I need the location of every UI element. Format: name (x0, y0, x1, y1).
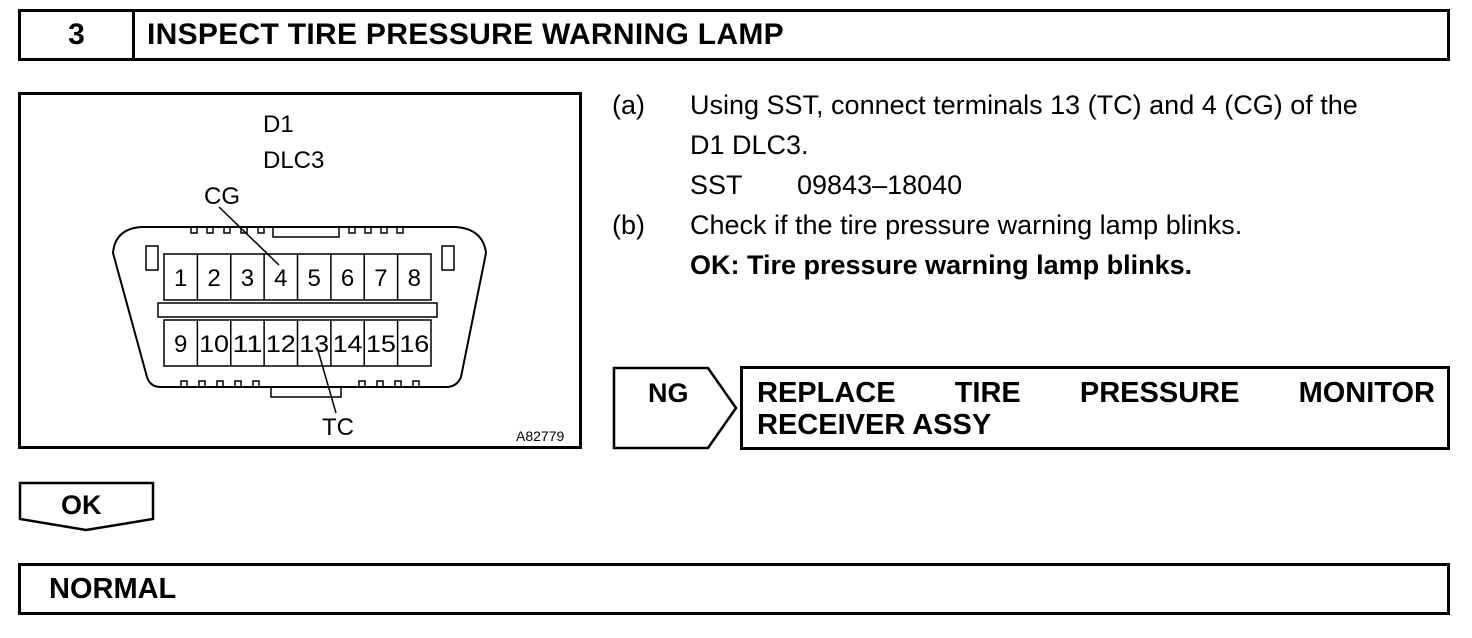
terminal-1: 1 (174, 265, 187, 292)
ok-arrow: OK (18, 481, 155, 532)
step-header: 3 INSPECT TIRE PRESSURE WARNING LAMP (18, 9, 1450, 61)
terminal-3: 3 (241, 265, 254, 292)
tc-label: TC (322, 414, 354, 441)
ok-criteria: OK: Tire pressure warning lamp blinks. (690, 250, 1193, 280)
sst-number: 09843–18040 (797, 170, 963, 200)
terminal-15: 15 (366, 331, 396, 358)
right-latch (441, 245, 455, 271)
normal-label: NORMAL (49, 572, 177, 605)
ng-result-line2: RECEIVER ASSY (757, 409, 992, 441)
terminal-5: 5 (308, 265, 321, 292)
ng-word-4: MONITOR (1298, 377, 1435, 409)
terminal-16: 16 (399, 331, 429, 358)
step-number: 3 (21, 12, 135, 58)
tc-leader-line (316, 346, 337, 414)
ng-word-3: PRESSURE (1079, 377, 1240, 409)
ng-label: NG (648, 378, 689, 408)
step-title: INSPECT TIRE PRESSURE WARNING LAMP (147, 18, 784, 51)
instruction-b-line1: Check if the tire pressure warning lamp … (690, 210, 1243, 240)
ng-word-1: REPLACE (757, 377, 896, 409)
center-divider (157, 302, 438, 318)
terminal-6: 6 (341, 265, 354, 292)
cg-leader-line (218, 206, 280, 266)
ng-result-box: REPLACE TIRE PRESSURE MONITOR RECEIVER A… (740, 366, 1450, 450)
terminal-7: 7 (374, 265, 387, 292)
ok-label: OK (61, 490, 102, 520)
connector-id-label: D1 (263, 111, 294, 138)
terminal-4: 4 (274, 265, 287, 292)
ng-word-2: TIRE (954, 377, 1021, 409)
sst-label: SST (690, 170, 743, 200)
terminal-8: 8 (408, 265, 421, 292)
instruction-a-marker: (a) (612, 90, 645, 120)
image-code: A82779 (516, 428, 564, 444)
cg-label: CG (204, 183, 240, 210)
terminal-12: 12 (266, 331, 296, 358)
top-teeth (190, 227, 404, 238)
terminal-2: 2 (207, 265, 220, 292)
terminal-13: 13 (299, 331, 329, 358)
terminal-9: 9 (174, 331, 187, 358)
normal-result-box: NORMAL (18, 563, 1450, 615)
terminal-14: 14 (333, 331, 363, 358)
left-latch (145, 245, 159, 271)
bottom-teeth (180, 380, 420, 398)
instruction-b-marker: (b) (612, 210, 645, 240)
instruction-a-line1: Using SST, connect terminals 13 (TC) and… (690, 90, 1358, 120)
terminal-11: 11 (232, 331, 262, 358)
connector-outline (111, 226, 488, 388)
instruction-a-line2: D1 DLC3. (690, 130, 809, 160)
ng-result-line1: REPLACE TIRE PRESSURE MONITOR (757, 377, 1435, 409)
ng-arrow: NG (612, 366, 738, 450)
connector-name-label: DLC3 (263, 147, 324, 174)
terminal-10: 10 (199, 331, 229, 358)
